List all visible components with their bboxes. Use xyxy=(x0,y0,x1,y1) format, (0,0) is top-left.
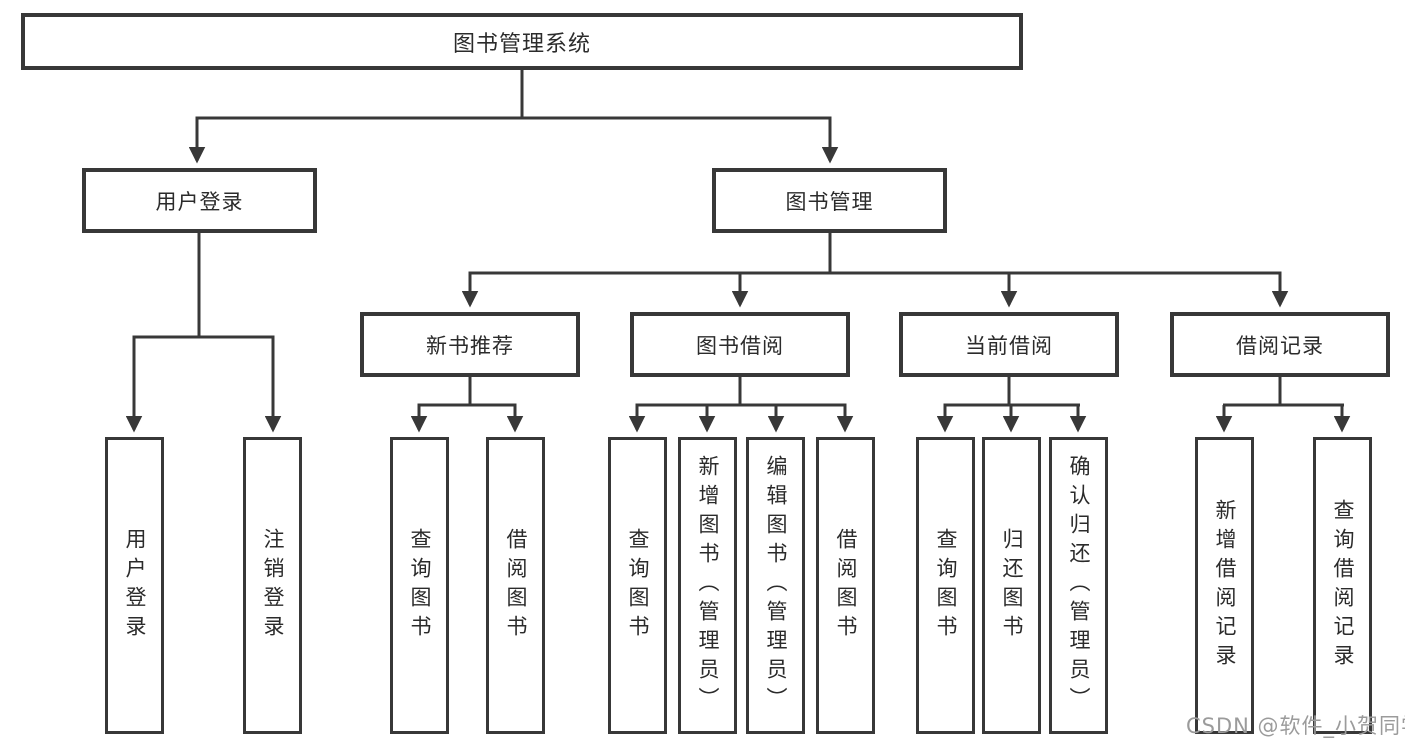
node-label: 确认归还（管理员） xyxy=(1067,455,1091,716)
node-new-book-recommendation: 新书推荐 xyxy=(360,312,580,377)
node-label: 归还图书 xyxy=(1000,527,1024,644)
node-current-borrowing: 当前借阅 xyxy=(899,312,1119,377)
node-user-login: 用户登录 xyxy=(82,168,317,233)
leaf-user-login: 用户登录 xyxy=(105,437,164,734)
node-label: 图书借阅 xyxy=(696,333,784,358)
leaf-query-borrow-record: 查询借阅记录 xyxy=(1313,437,1372,734)
node-label: 借阅记录 xyxy=(1236,333,1324,358)
node-label: 查询图书 xyxy=(934,527,958,644)
node-borrowing-records: 借阅记录 xyxy=(1170,312,1390,377)
node-label: 查询借阅记录 xyxy=(1331,498,1355,673)
node-label: 用户登录 xyxy=(123,527,147,644)
node-label: 图书管理 xyxy=(785,189,874,214)
leaf-query-books-recommend: 查询图书 xyxy=(390,437,449,734)
node-library-management-system: 图书管理系统 xyxy=(21,13,1023,70)
node-label: 新书推荐 xyxy=(426,333,514,358)
csdn-watermark: CSDN @软件_小贺同学 xyxy=(1186,714,1405,738)
leaf-borrow-books-recommend: 借阅图书 xyxy=(486,437,545,734)
leaf-query-books-borrow: 查询图书 xyxy=(608,437,667,734)
leaf-query-books-current: 查询图书 xyxy=(916,437,975,734)
node-label: 借阅图书 xyxy=(834,527,858,644)
node-label: 查询图书 xyxy=(626,527,650,644)
node-label: 编辑图书（管理员） xyxy=(764,455,788,716)
node-book-management: 图书管理 xyxy=(712,168,947,233)
node-book-borrowing: 图书借阅 xyxy=(630,312,850,377)
leaf-logout: 注销登录 xyxy=(243,437,302,734)
node-label: 查询图书 xyxy=(408,527,432,644)
node-label: 当前借阅 xyxy=(965,333,1053,358)
leaf-edit-books-admin: 编辑图书（管理员） xyxy=(746,437,805,734)
node-label: 图书管理系统 xyxy=(452,31,591,57)
node-label: 新增图书（管理员） xyxy=(696,455,720,716)
leaf-add-books-admin: 新增图书（管理员） xyxy=(678,437,737,734)
leaf-return-books: 归还图书 xyxy=(982,437,1041,734)
node-label: 用户登录 xyxy=(155,189,244,214)
node-label: 新增借阅记录 xyxy=(1213,498,1237,673)
leaf-borrow-books: 借阅图书 xyxy=(816,437,875,734)
node-label: 注销登录 xyxy=(261,527,285,644)
leaf-confirm-return-admin: 确认归还（管理员） xyxy=(1049,437,1108,734)
leaf-add-borrow-record: 新增借阅记录 xyxy=(1195,437,1254,734)
node-label: 借阅图书 xyxy=(504,527,528,644)
